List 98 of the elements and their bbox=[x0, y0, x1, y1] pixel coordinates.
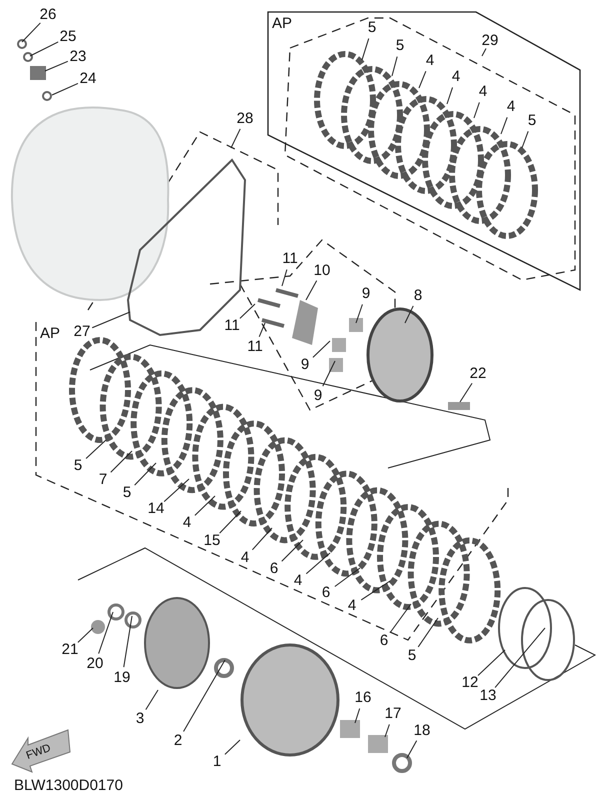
leader-line bbox=[356, 304, 363, 324]
leader-line bbox=[494, 628, 546, 688]
leader-line bbox=[183, 660, 226, 732]
leader-line bbox=[362, 38, 370, 60]
callout-number: 5 bbox=[74, 458, 82, 474]
callout-number: 9 bbox=[314, 388, 322, 404]
callout-number: 4 bbox=[182, 515, 192, 531]
leader-line bbox=[224, 740, 240, 755]
callout-number: 14 bbox=[148, 501, 164, 517]
callout-number: 9 bbox=[300, 357, 310, 373]
leader-line bbox=[406, 740, 418, 758]
leader-line bbox=[98, 612, 114, 654]
leader-line bbox=[404, 305, 414, 324]
leader-line bbox=[194, 496, 216, 516]
leader-line bbox=[418, 618, 438, 648]
callout-number: 5 bbox=[396, 38, 404, 54]
callout-number: 4 bbox=[506, 99, 516, 115]
leader-line bbox=[360, 580, 390, 600]
callout-number: 11 bbox=[247, 339, 263, 355]
leader-line bbox=[252, 528, 272, 550]
assembly-label: AP bbox=[40, 326, 60, 342]
leader-line bbox=[500, 116, 508, 134]
leader-line bbox=[219, 510, 242, 534]
callout-number: 5 bbox=[368, 20, 376, 36]
leader-line bbox=[44, 60, 68, 72]
callout-number: 22 bbox=[470, 366, 486, 382]
leader-line bbox=[52, 82, 78, 96]
callout-number: 24 bbox=[80, 71, 96, 87]
leader-line bbox=[306, 280, 318, 300]
leader-line bbox=[312, 340, 330, 358]
callout-number: 5 bbox=[528, 113, 536, 129]
callout-number: 28 bbox=[236, 111, 254, 127]
callout-number: 15 bbox=[204, 533, 220, 549]
callout-number: 6 bbox=[270, 561, 278, 577]
leader-line bbox=[77, 628, 94, 643]
callout-number: 4 bbox=[426, 53, 434, 69]
callout-number: 29 bbox=[482, 33, 498, 49]
callout-number: 6 bbox=[322, 585, 330, 601]
leader-line bbox=[239, 304, 256, 319]
callout-number: 6 bbox=[380, 633, 388, 649]
leader-line bbox=[482, 48, 486, 56]
leader-line bbox=[474, 102, 480, 118]
leader-line bbox=[354, 708, 360, 724]
leader-line bbox=[92, 312, 130, 328]
leader-line bbox=[22, 22, 41, 42]
leader-line bbox=[334, 568, 360, 587]
callout-number: 11 bbox=[282, 251, 298, 267]
leader-line bbox=[282, 269, 288, 286]
callout-number: 2 bbox=[174, 733, 182, 749]
callout-number: 7 bbox=[98, 472, 108, 488]
callout-number: 4 bbox=[240, 550, 250, 566]
callout-number: 4 bbox=[452, 69, 460, 85]
callout-number: 3 bbox=[136, 711, 144, 727]
drawing-number: BLW1300D0170 bbox=[14, 778, 123, 794]
callout-number: 19 bbox=[114, 670, 130, 686]
callout-number: 13 bbox=[480, 688, 496, 704]
leader-line bbox=[281, 540, 304, 562]
callout-number: 4 bbox=[478, 84, 488, 100]
callout-number: 5 bbox=[122, 485, 132, 501]
leader-line bbox=[306, 552, 330, 574]
leader-line bbox=[418, 70, 426, 88]
leader-line bbox=[460, 382, 473, 402]
callout-number: 1 bbox=[212, 754, 222, 770]
callout-number: 25 bbox=[60, 29, 76, 45]
callout-number: 5 bbox=[408, 648, 416, 664]
leader-line bbox=[134, 462, 156, 486]
callout-number: 20 bbox=[86, 656, 104, 672]
leader-line bbox=[258, 322, 266, 338]
callout-number: 11 bbox=[224, 318, 240, 334]
leader-line bbox=[110, 450, 132, 473]
callout-number: 4 bbox=[294, 573, 302, 589]
leader-line bbox=[478, 650, 506, 676]
callout-number: 12 bbox=[462, 675, 478, 691]
leader-line bbox=[522, 130, 529, 148]
leader-line bbox=[322, 360, 336, 387]
leader-line bbox=[384, 724, 390, 738]
leader-line bbox=[390, 604, 412, 633]
callout-number: 16 bbox=[354, 690, 372, 706]
callout-number: 23 bbox=[70, 49, 86, 65]
leader-line bbox=[230, 128, 241, 148]
leader-line bbox=[145, 690, 158, 710]
callout-number: 21 bbox=[62, 642, 78, 658]
callout-number: 9 bbox=[362, 286, 370, 302]
callout-number: 26 bbox=[40, 7, 56, 23]
callout-number: 10 bbox=[314, 263, 330, 279]
callout-number: 27 bbox=[74, 324, 90, 340]
leader-line bbox=[86, 440, 106, 460]
callout-number: 4 bbox=[348, 598, 356, 614]
leader-line bbox=[123, 616, 132, 668]
callout-number: 17 bbox=[384, 706, 402, 722]
direction-text: FWD bbox=[24, 741, 54, 764]
callout-number: 18 bbox=[414, 723, 430, 739]
assembly-label: AP bbox=[272, 16, 292, 32]
leader-line bbox=[30, 41, 59, 56]
leader-line bbox=[446, 86, 454, 104]
callout-number: 8 bbox=[414, 288, 422, 304]
leader-line bbox=[164, 478, 190, 502]
leader-line bbox=[392, 56, 398, 76]
